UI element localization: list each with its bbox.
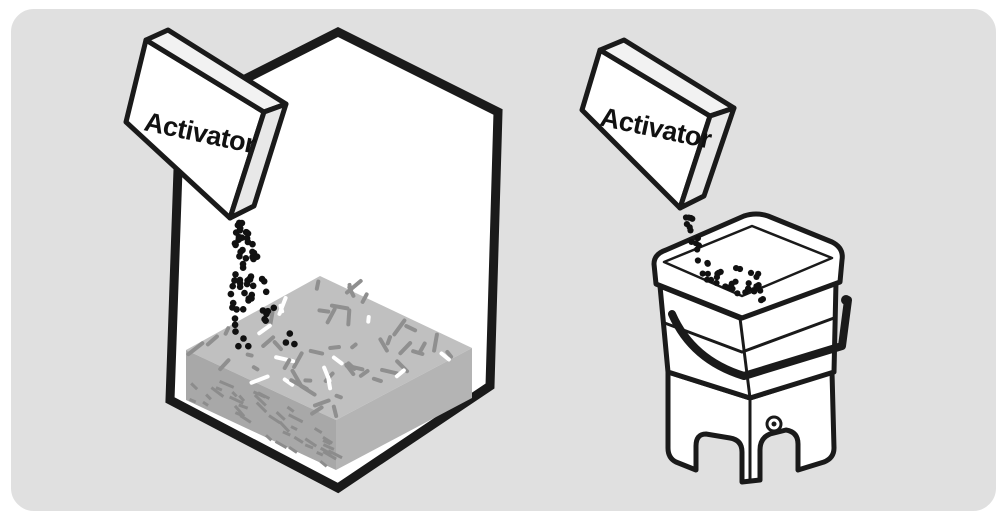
activator-particle bbox=[734, 290, 740, 296]
activator-particle bbox=[244, 281, 251, 288]
activator-particle bbox=[271, 305, 278, 312]
activator-particle bbox=[263, 311, 270, 318]
activator-particle bbox=[283, 339, 290, 346]
activator-particle bbox=[232, 322, 239, 329]
activator-particle bbox=[726, 284, 732, 290]
activator-particle bbox=[229, 283, 236, 290]
activator-particle bbox=[231, 277, 238, 284]
activator-particle bbox=[237, 280, 244, 287]
activator-particle bbox=[687, 224, 693, 230]
activator-particle bbox=[232, 328, 239, 335]
activator-particle bbox=[232, 271, 239, 278]
activator-particle bbox=[245, 343, 252, 350]
activator-particle bbox=[705, 261, 711, 267]
activator-particle bbox=[243, 255, 250, 262]
activator-particle bbox=[732, 279, 738, 285]
activator-particle bbox=[263, 289, 270, 296]
activator-particle bbox=[714, 274, 720, 280]
activator-particle bbox=[291, 341, 298, 348]
activator-particle bbox=[233, 306, 240, 313]
activator-particle bbox=[230, 300, 237, 307]
activator-particle bbox=[686, 215, 692, 221]
activator-particle bbox=[228, 291, 235, 298]
activator-particle bbox=[688, 239, 694, 245]
debris-piece bbox=[303, 378, 312, 382]
activator-particle bbox=[241, 290, 248, 297]
activator-particle bbox=[705, 271, 711, 277]
activator-particle bbox=[746, 280, 752, 286]
activator-particle bbox=[240, 306, 247, 313]
activator-particle bbox=[250, 283, 257, 290]
activator-particle bbox=[753, 274, 759, 280]
activator-particle bbox=[232, 315, 239, 322]
activator-particle bbox=[240, 335, 247, 342]
activator-particle bbox=[696, 242, 702, 248]
bin-tap-dot bbox=[772, 422, 777, 427]
activator-particle bbox=[237, 227, 244, 234]
activator-particle bbox=[237, 249, 244, 256]
activator-particle bbox=[244, 235, 251, 242]
activator-particle bbox=[232, 240, 239, 247]
activator-particle bbox=[240, 261, 247, 268]
bin-bucket bbox=[654, 214, 851, 398]
activator-particle bbox=[745, 286, 751, 292]
activator-particle bbox=[737, 266, 743, 272]
activator-particle bbox=[239, 220, 246, 227]
activator-particle bbox=[748, 270, 754, 276]
activator-particle bbox=[249, 249, 256, 256]
activator-particle bbox=[235, 343, 242, 350]
activator-particle bbox=[695, 235, 701, 241]
activator-particle bbox=[261, 278, 268, 285]
activator-particle bbox=[695, 257, 701, 263]
activator-particle bbox=[750, 287, 756, 293]
activator-particle bbox=[758, 297, 764, 303]
activator-particle bbox=[704, 277, 710, 283]
activator-particle bbox=[254, 253, 261, 260]
activator-particle bbox=[287, 330, 294, 337]
handle-pivot bbox=[841, 295, 851, 305]
activator-particle bbox=[713, 280, 719, 286]
activator-particle bbox=[248, 295, 255, 302]
